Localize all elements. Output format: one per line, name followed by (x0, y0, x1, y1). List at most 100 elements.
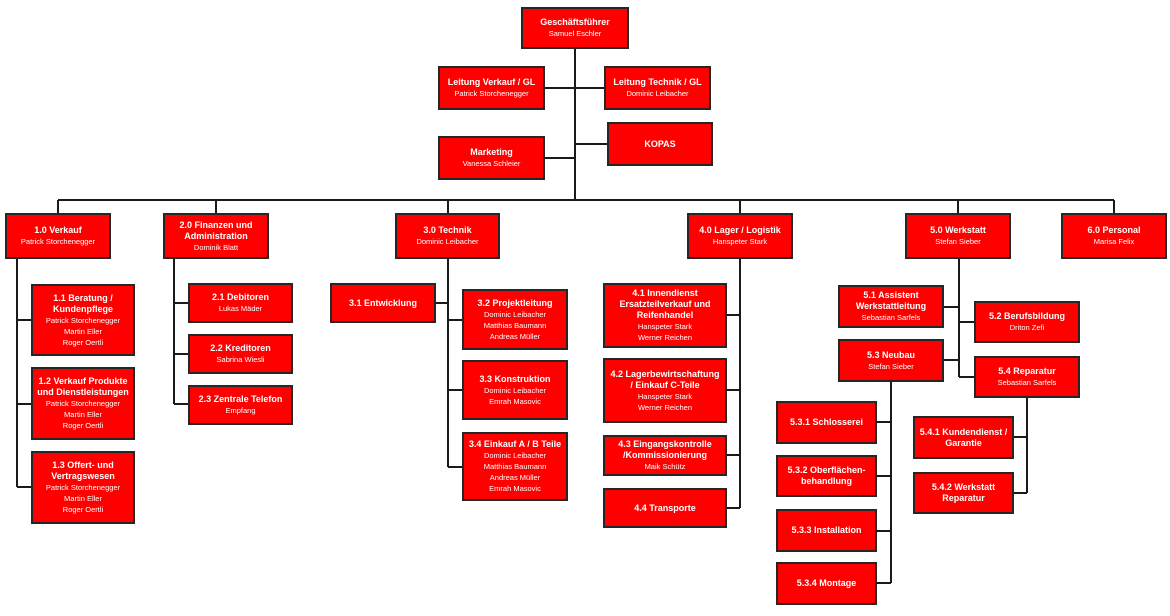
org-box-n5-3-4: 5.3.4 Montage (776, 562, 877, 605)
box-title: Marketing (470, 147, 513, 157)
box-person: Martin Eller (64, 410, 102, 419)
box-title: 6.0 Personal (1087, 225, 1141, 235)
org-box-n4-2: 4.2 Lagerbewirtschaftung / Einkauf C-Tei… (603, 358, 727, 423)
org-box-n4-1: 4.1 Innendienst Ersatzteilverkauf und Re… (603, 283, 727, 348)
org-box-n1-2: 1.2 Verkauf Produkte und Dienstleistunge… (31, 367, 135, 440)
box-person: Andreas Müller (489, 331, 541, 341)
box-person: Stefan Sieber (935, 237, 981, 246)
box-person: Hanspeter Stark (712, 237, 768, 246)
box-person: Dominic Leibacher (483, 451, 547, 460)
box-person: Empfang (225, 406, 256, 415)
box-person: Dominic Leibacher (626, 89, 689, 98)
box-person: Marisa Felix (1093, 237, 1135, 246)
box-person: Samuel Eschler (548, 29, 602, 38)
box-title: 1.2 Verkauf Produkte und Dienstleistunge… (37, 376, 129, 397)
box-person: Patrick Storchenegger (454, 89, 529, 98)
box-person: Martin Eller (64, 494, 102, 503)
box-person: Patrick Storchenegger (45, 399, 121, 408)
box-person: Roger Oertli (62, 421, 104, 430)
box-title: 1.1 Beratung / Kundenpflege (53, 292, 113, 314)
box-title: 5.3.4 Montage (796, 578, 857, 588)
box-person: Patrick Storchenegger (45, 483, 121, 492)
box-person: Werner Reichen (637, 333, 693, 342)
box-person: Hanspeter Stark (637, 391, 693, 401)
box-person: Patrick Storchenegger (20, 237, 96, 246)
box-title: 3.3 Konstruktion (479, 373, 551, 384)
box-title: 3.1 Entwicklung (348, 297, 417, 308)
box-title: 5.3.3 Installation (791, 525, 862, 535)
box-person: Emrah Masovic (489, 396, 541, 406)
box-title: 3.0 Technik (423, 225, 472, 235)
box-title: 4.1 Innendienst Ersatzteilverkauf und Re… (619, 288, 711, 320)
org-box-n5-3-2: 5.3.2 Oberflächen-behandlung (776, 455, 877, 497)
box-person: Dominik Blatt (193, 242, 239, 252)
org-box-n5-3-1: 5.3.1 Schlosserei (776, 401, 877, 444)
box-title: 5.3.2 Oberflächen-behandlung (787, 465, 866, 486)
box-person: Dominic Leibacher (483, 385, 547, 395)
box-person: Roger Oertli (62, 337, 104, 347)
org-box-kopas: KOPAS (607, 122, 713, 166)
org-box-leitung-technik: Leitung Technik / GL Dominic Leibacher (604, 66, 711, 110)
box-person: Sebastian Sarfels (997, 378, 1057, 387)
box-title: KOPAS (644, 138, 676, 149)
box-person: Dominic Leibacher (483, 309, 547, 319)
box-title: 5.4.1 Kundendienst / Garantie (919, 426, 1008, 448)
box-title: 4.4 Transporte (634, 502, 696, 513)
box-title: 3.2 Projektleitung (477, 297, 553, 308)
org-box-n5-4-1: 5.4.1 Kundendienst / Garantie (913, 416, 1014, 459)
org-box-n3-1: 3.1 Entwicklung (330, 283, 436, 323)
box-person: Sabrina Wiesli (216, 355, 265, 364)
box-title: 5.3 Neubau (866, 349, 915, 360)
box-title: 5.2 Berufsbildung (988, 311, 1065, 321)
box-person: Martin Eller (64, 326, 102, 336)
box-person: Patrick Storchenegger (45, 315, 121, 325)
box-title: 5.1 Assistent Werkstattleitung (855, 290, 927, 311)
box-title: 5.4 Reparatur (998, 366, 1056, 376)
box-person: Lukas Mäder (218, 304, 263, 313)
box-person: Hanspeter Stark (637, 322, 693, 331)
box-person: Andreas Müller (489, 473, 541, 482)
box-title: 5.4.2 Werkstatt Reparatur (931, 482, 996, 503)
box-person: Sebastian Sarfels (861, 313, 921, 322)
box-person: Werner Reichen (637, 402, 693, 412)
box-title: 3.4 Einkauf A / B Teile (468, 439, 562, 449)
box-person: Stefan Sieber (868, 361, 914, 371)
box-person: Roger Oertli (62, 505, 104, 514)
box-title: Leitung Technik / GL (613, 77, 702, 87)
box-person: Dominic Leibacher (416, 237, 479, 246)
box-title: 5.3.1 Schlosserei (789, 417, 864, 427)
box-person: Matthias Baumann (483, 462, 547, 471)
box-title: 4.0 Lager / Logistik (699, 225, 781, 235)
box-title: 2.0 Finanzen und Administration (179, 219, 253, 241)
box-title: 4.3 Eingangskontrolle /Kommissionierung (618, 439, 712, 460)
box-title: Geschäftsführer (540, 17, 610, 27)
box-title: 1.3 Offert- und Vertragswesen (51, 460, 115, 481)
box-person: Driton Zefi (1009, 323, 1045, 332)
org-box-n5-4-2: 5.4.2 Werkstatt Reparatur (913, 472, 1014, 514)
org-box-n4-4: 4.4 Transporte (603, 488, 727, 528)
box-title: 1.0 Verkauf (34, 225, 82, 235)
box-title: 2.3 Zentrale Telefon (198, 394, 283, 404)
box-title: 2.1 Debitoren (211, 292, 269, 302)
